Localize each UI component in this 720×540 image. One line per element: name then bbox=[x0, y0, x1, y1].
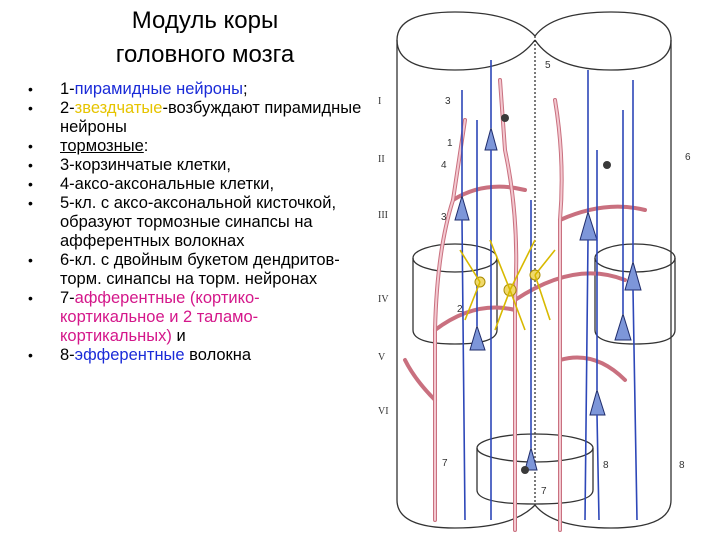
bullet-item: • 3-корзинчатые клетки, bbox=[28, 156, 363, 175]
cell-number-label: 2 bbox=[457, 304, 463, 315]
afferent-fibers bbox=[403, 78, 647, 532]
bullet-text-segment: 3-корзинчатые клетки, bbox=[60, 156, 231, 174]
cell-number-label: 6 bbox=[685, 152, 691, 163]
bullet-text-segment: тормозные bbox=[60, 137, 144, 155]
bullet-item: • 1-пирамидные нейроны; bbox=[28, 80, 363, 99]
cell-number-label: 1 bbox=[447, 138, 453, 149]
bullet-text-segment: афферентные (кортико-кортикальное и 2 та… bbox=[60, 289, 260, 345]
bullet-text-segment: 4-аксо-аксональные клетки, bbox=[60, 175, 275, 193]
bullet-text-segment: эфферентные bbox=[74, 346, 185, 364]
bullet-text-segment: 2- bbox=[60, 99, 75, 117]
layer-label: I bbox=[378, 96, 381, 107]
cell-number-label: 7 bbox=[541, 486, 547, 497]
cell-number-labels: 5 3 14 6 3 2 7 8 7 8 bbox=[441, 60, 691, 497]
bullet-list: • 1-пирамидные нейроны; • 2-звездчатые-возб… bbox=[28, 80, 363, 365]
bullet-text-segment: -возбуждают пирамидные нейроны bbox=[60, 99, 362, 136]
bullet-text-segment: и bbox=[171, 327, 186, 345]
title-line-1: Модуль коры bbox=[131, 7, 279, 34]
layer-label: II bbox=[378, 154, 385, 165]
bullet-dot-icon: • bbox=[28, 81, 33, 97]
bullet-item: • 4-аксо-аксональные клетки, bbox=[28, 175, 363, 194]
cell-number-label: 8 bbox=[679, 460, 685, 471]
layer-label: IV bbox=[378, 294, 389, 305]
bullet-text-segment: 7- bbox=[60, 289, 75, 307]
bullet-text-segment: 8- bbox=[60, 346, 75, 364]
bullet-dot-icon: • bbox=[28, 138, 33, 154]
bullet-item: • 8-эфферентные волокна bbox=[28, 346, 363, 365]
bullet-dot-icon: • bbox=[28, 252, 33, 268]
bullet-text-segment: звездчатые bbox=[74, 99, 163, 117]
cell-number-label: 5 bbox=[545, 60, 551, 71]
bullet-item: • 2-звездчатые-возбуждают пирамидные нейр… bbox=[28, 99, 363, 137]
bullet-item: • тормозные: bbox=[28, 137, 363, 156]
bullet-text-segment: 1- bbox=[60, 80, 75, 98]
cell-number-label: 3 bbox=[445, 96, 451, 107]
stellate-processes bbox=[459, 239, 556, 331]
inhibitory-cells bbox=[501, 114, 611, 474]
layer-label: VI bbox=[378, 406, 389, 417]
bullet-dot-icon: • bbox=[28, 176, 33, 192]
bullet-dot-icon: • bbox=[28, 290, 33, 306]
pyramidal-dendrites bbox=[461, 60, 638, 521]
bullet-text-segment: : bbox=[143, 137, 149, 155]
cell-number-label: 8 bbox=[603, 460, 609, 471]
bullet-dot-icon: • bbox=[28, 195, 33, 211]
layer-label: III bbox=[378, 210, 388, 221]
bullet-item: • 6-кл. с двойным букетом дендритов-торм.… bbox=[28, 251, 363, 289]
bullet-dot-icon: • bbox=[28, 157, 33, 173]
layer-label: V bbox=[378, 352, 386, 363]
cell-number-label: 4 bbox=[441, 160, 447, 171]
slide-title: Модуль коры головного мозга bbox=[40, 4, 370, 72]
bullet-text-segment: волокна bbox=[184, 346, 252, 364]
cell-number-label: 3 bbox=[441, 212, 447, 223]
bullet-dot-icon: • bbox=[28, 100, 33, 116]
bullet-text-segment: пирамидные нейроны bbox=[74, 80, 243, 98]
bullet-dot-icon: • bbox=[28, 347, 33, 363]
bullet-text-segment: 5-кл. с аксо-аксональной кисточкой, обра… bbox=[60, 194, 337, 250]
title-line-2: головного мозга bbox=[115, 41, 295, 68]
cell-number-label: 7 bbox=[442, 458, 448, 469]
bullet-item: • 7-афферентные (кортико-кортикальное и 2… bbox=[28, 289, 363, 346]
bullet-text-segment: 6-кл. с двойным букетом дендритов-торм. … bbox=[60, 251, 340, 288]
bullet-item: • 5-кл. с аксо-аксональной кисточкой, обр… bbox=[28, 194, 363, 251]
bullet-text-segment: ; bbox=[242, 80, 248, 98]
pyramidal-neurons bbox=[454, 126, 642, 471]
